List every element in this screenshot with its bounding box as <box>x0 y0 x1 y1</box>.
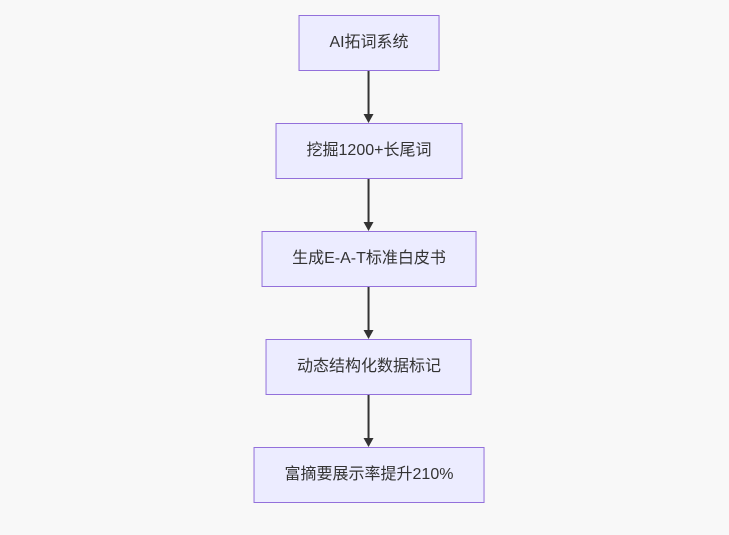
arrow-line <box>368 71 370 114</box>
node-label: 动态结构化数据标记 <box>296 358 441 375</box>
node-label: 挖掘1200+长尾词 <box>306 142 432 159</box>
arrow-connector <box>364 71 374 123</box>
arrow-connector <box>364 179 374 231</box>
flow-node-structured-data-markup: 动态结构化数据标记 <box>265 339 472 395</box>
arrow-head-icon <box>364 114 374 123</box>
flow-node-ai-word-system: AI拓词系统 <box>298 15 440 71</box>
arrow-line <box>368 287 370 330</box>
flow-node-longtail-keywords: 挖掘1200+长尾词 <box>275 123 463 179</box>
node-label: 生成E-A-T标准白皮书 <box>292 250 446 267</box>
arrow-head-icon <box>364 438 374 447</box>
flow-column: AI拓词系统 挖掘1200+长尾词 生成E-A-T标准白皮书 动态结构化数据标记 <box>253 15 485 503</box>
arrow-connector <box>364 395 374 447</box>
arrow-line <box>368 395 370 438</box>
node-label: AI拓词系统 <box>329 34 409 51</box>
flow-node-eat-whitepaper: 生成E-A-T标准白皮书 <box>261 231 477 287</box>
arrow-line <box>368 179 370 222</box>
arrow-connector <box>364 287 374 339</box>
arrow-head-icon <box>364 222 374 231</box>
arrow-head-icon <box>364 330 374 339</box>
flow-node-rich-snippet-rate: 富摘要展示率提升210% <box>253 447 485 503</box>
node-label: 富摘要展示率提升210% <box>284 466 454 483</box>
